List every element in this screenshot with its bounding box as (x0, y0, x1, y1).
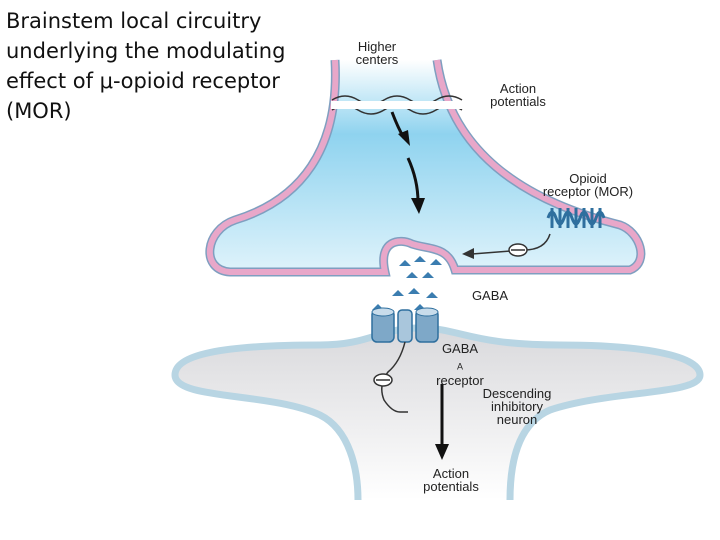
label-action-potentials-top: Action potentials (490, 81, 546, 109)
gaba-a-inhibition-line (381, 341, 408, 413)
presynaptic-terminal (209, 60, 641, 272)
descending-arrowhead (435, 444, 449, 460)
label-higher-centers: Higher centers (355, 39, 399, 67)
title-line-1: Brainstem local circuitry (6, 9, 262, 33)
gaba-a-receptor (371, 307, 439, 343)
mor-receptor (546, 208, 606, 228)
axon-break-gap (331, 101, 463, 109)
title-line-4: (MOR) (6, 99, 72, 123)
label-descending-neuron: Descending inhibitory neuron (482, 386, 552, 427)
mor-inhibition-arrowhead (462, 248, 474, 259)
action-potential-arrowhead-2 (411, 198, 425, 214)
slide-title: Brainstem local circuitry underlying the… (6, 6, 336, 126)
axon-break-top (331, 95, 463, 105)
postsynaptic-neuron (175, 328, 700, 500)
label-action-potentials-bottom: Action potentials (423, 466, 479, 494)
label-gaba: GABA (471, 288, 509, 303)
action-potential-arrowhead-1 (398, 130, 410, 146)
label-opioid-receptor: Opioid receptor (MOR) (542, 171, 634, 199)
title-line-2: underlying the modulating (6, 39, 286, 63)
gaba-molecules (372, 256, 442, 310)
title-line-3: effect of μ-opioid receptor (6, 69, 280, 93)
presynaptic-membrane-inner (206, 59, 644, 275)
